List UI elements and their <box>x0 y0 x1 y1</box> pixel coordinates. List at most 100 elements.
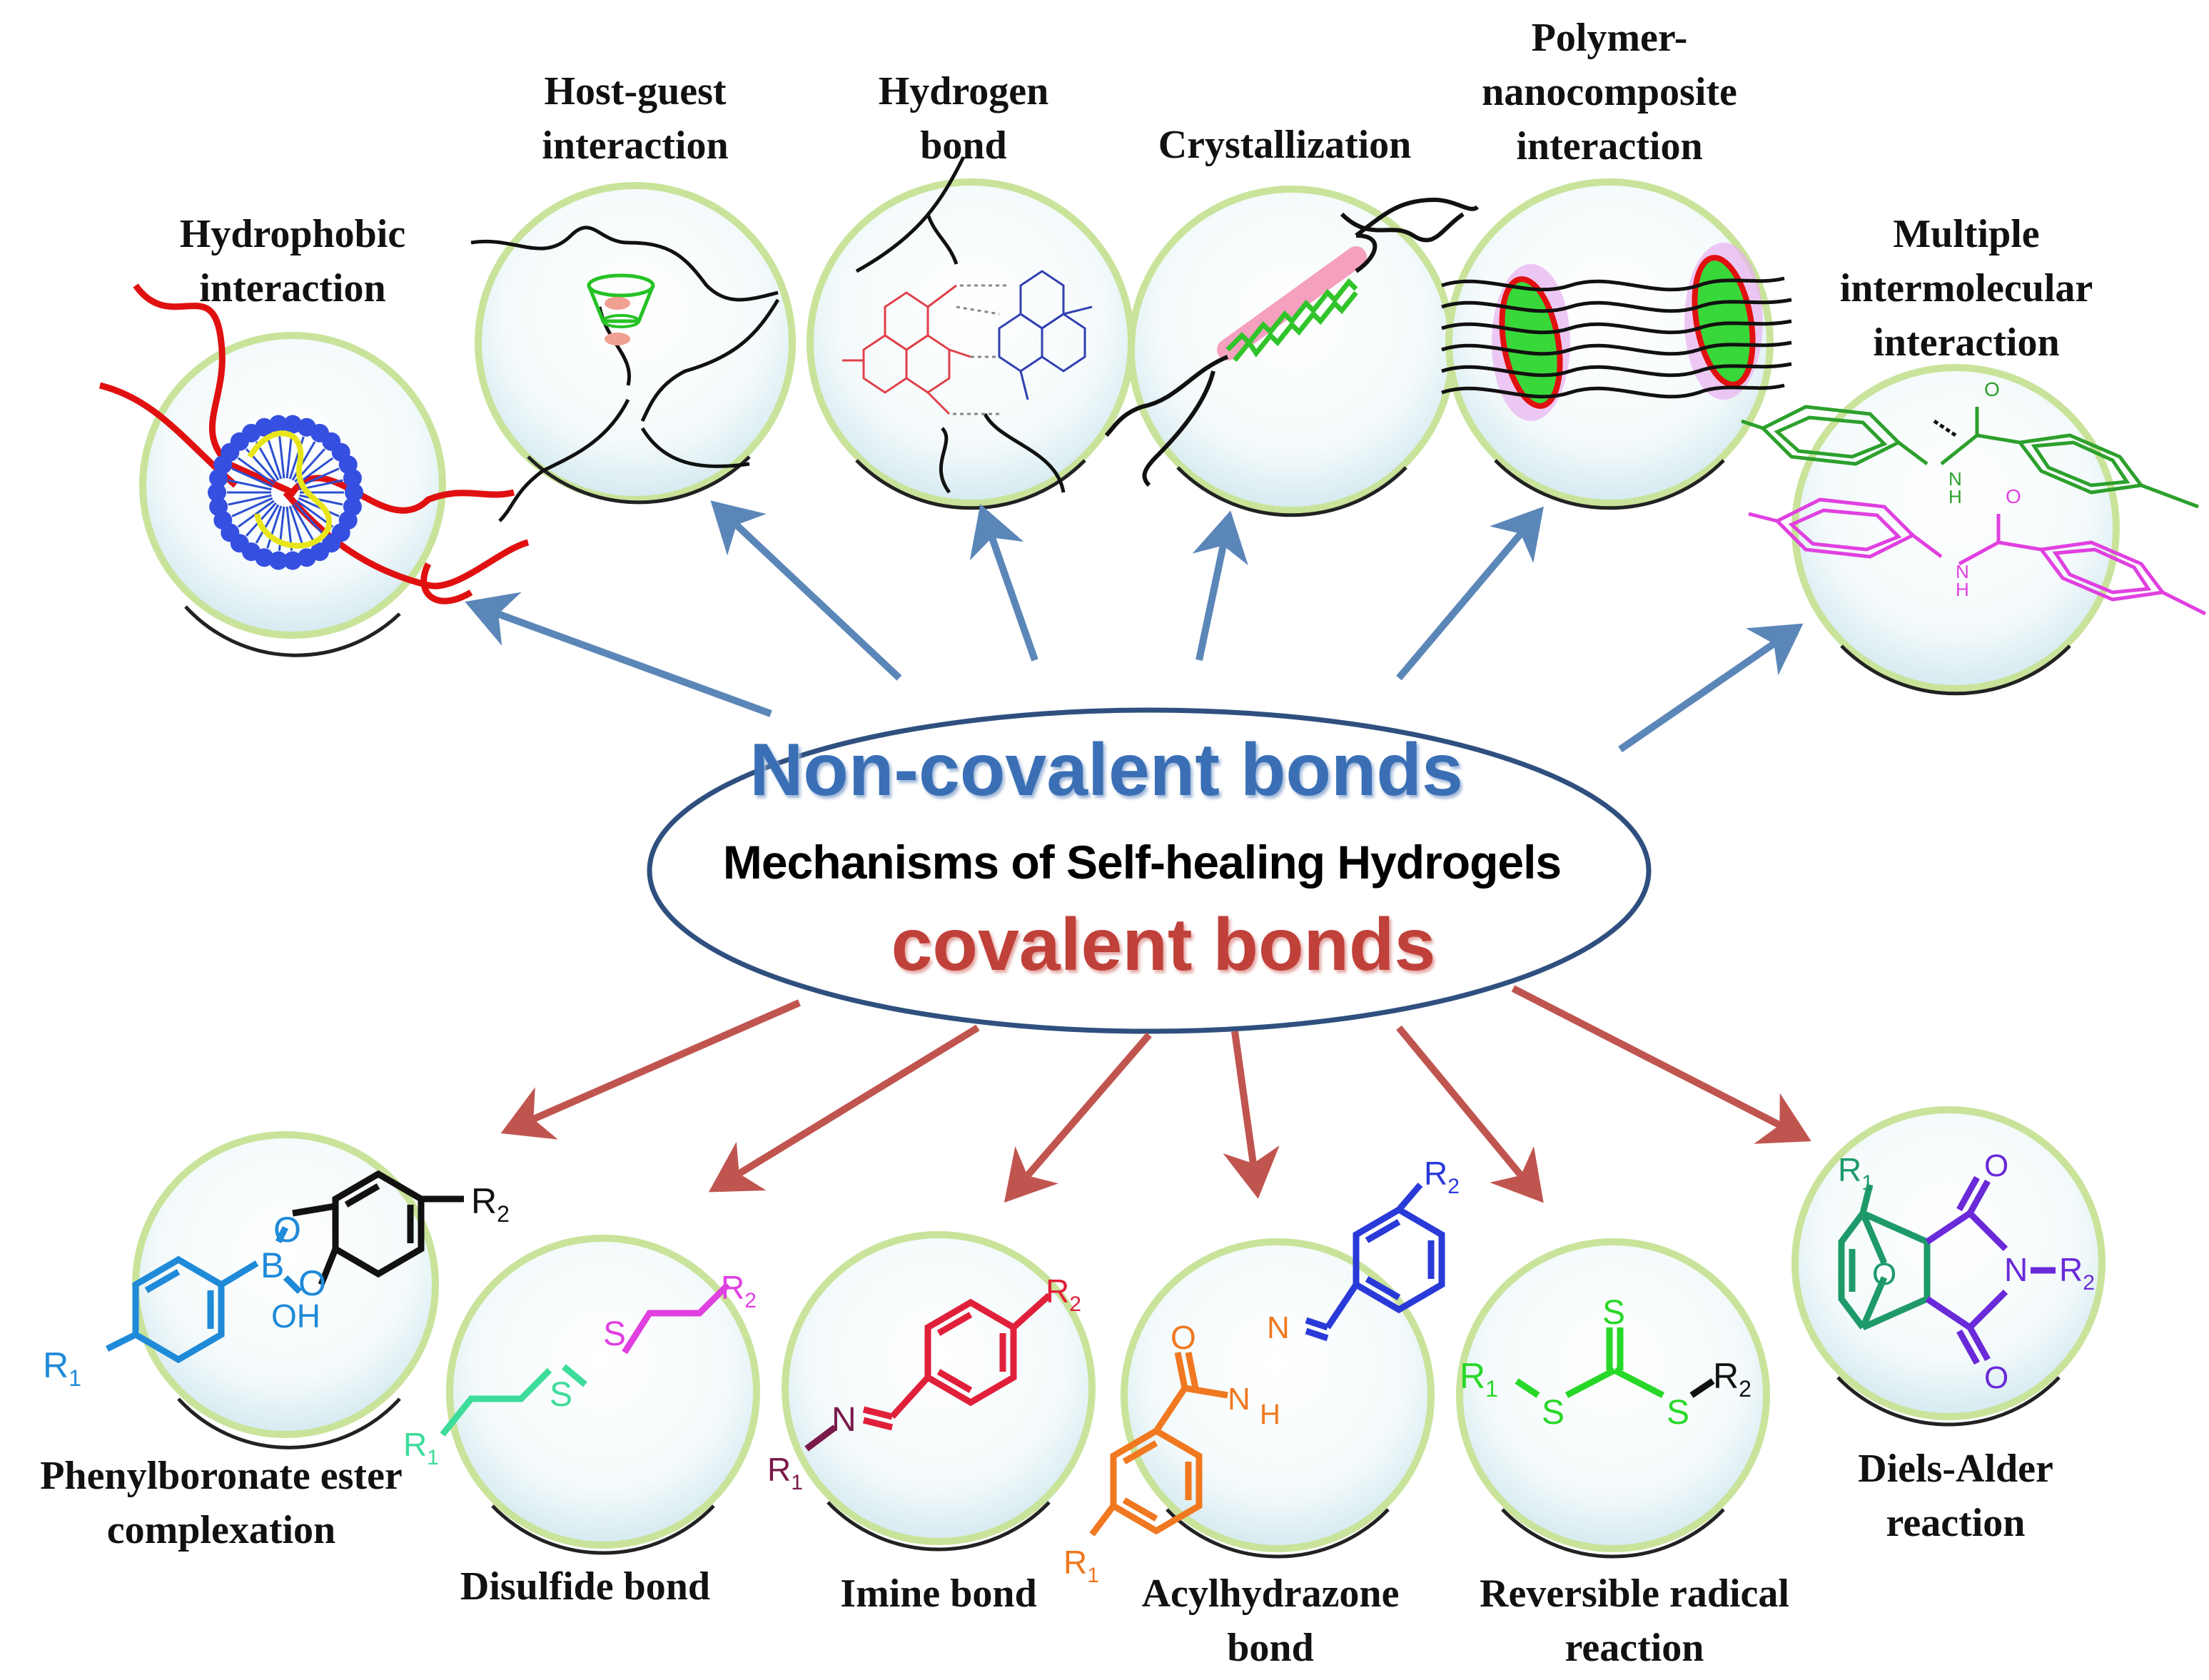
svg-text:H: H <box>1948 486 1962 507</box>
svg-text:N: N <box>1228 1382 1250 1417</box>
micelle-head <box>283 551 302 570</box>
svg-text:R1: R1 <box>43 1345 81 1391</box>
svg-text:O: O <box>2006 485 2021 507</box>
multiple-illustration: O N H O N H <box>1741 378 2207 616</box>
svg-text:O: O <box>273 1210 301 1250</box>
svg-text:R2: R2 <box>1046 1272 1081 1316</box>
micelle-tail <box>228 494 272 506</box>
label-imine: Imine bond <box>840 1572 1037 1616</box>
arrow-to-multiple <box>1618 623 1804 753</box>
svg-text:O: O <box>298 1263 326 1303</box>
svg-text:O: O <box>1171 1319 1196 1356</box>
micelle-tail <box>237 457 275 485</box>
svg-text:R2: R2 <box>1424 1155 1460 1198</box>
svg-text:N: N <box>2004 1251 2028 1288</box>
arrow-to-phenylboronate <box>500 999 802 1140</box>
svg-text:S: S <box>603 1315 626 1353</box>
svg-text:O: O <box>1984 378 2000 400</box>
micelle-tail <box>298 467 340 488</box>
svg-text:S: S <box>1667 1394 1689 1432</box>
arrow-to-crystallization <box>1192 510 1248 662</box>
micelle-tail <box>288 505 305 549</box>
micelle-head <box>208 483 226 502</box>
covalent-arrows <box>500 985 1811 1203</box>
micelle-tail <box>291 504 316 544</box>
micelle-tail <box>266 436 283 480</box>
svg-text:S: S <box>1542 1394 1565 1432</box>
svg-text:R2: R2 <box>1713 1356 1751 1402</box>
micelle-head <box>269 551 288 570</box>
center-ellipse <box>647 707 1652 1034</box>
circle-host-guest <box>475 182 796 505</box>
disulfide-structure: S S R2 R1 <box>403 1269 757 1469</box>
hydrogen-bond-illustration <box>842 156 1093 494</box>
circle-polymer-nanocomposite <box>1445 178 1774 510</box>
non-covalent-arrows <box>465 500 1804 753</box>
micelle-tail <box>255 504 280 544</box>
host-guest-illustration <box>470 226 780 522</box>
imine-structure: N R2 R1 <box>767 1272 1081 1494</box>
micelle-tail <box>255 441 280 481</box>
svg-text:H: H <box>1956 579 1969 600</box>
svg-text:S: S <box>1602 1294 1625 1332</box>
label-disulfide: Disulfide bond <box>460 1564 711 1609</box>
micelle-tail <box>294 502 326 537</box>
circle-crystallization <box>1128 186 1456 517</box>
circle-multiple-intermolecular <box>1791 364 2120 696</box>
micelle-tail <box>298 497 340 517</box>
diagram-title: Mechanisms of Self-healing Hydrogels <box>722 836 1562 889</box>
svg-text:R1: R1 <box>1063 1544 1099 1587</box>
svg-text:N: N <box>831 1401 856 1439</box>
svg-text:R1: R1 <box>1460 1356 1498 1402</box>
hydrophobic-illustration <box>98 283 530 604</box>
arrow-to-radical <box>1396 1025 1544 1203</box>
svg-text:B: B <box>261 1245 284 1285</box>
phenylboronate-structure: B O O OH R2 R1 <box>43 1170 510 1391</box>
arrow-to-disulfide <box>708 1024 980 1193</box>
circle-radical <box>1456 1238 1770 1559</box>
svg-text:O: O <box>1872 1257 1896 1292</box>
micelle-tail <box>231 467 273 488</box>
micelle-tail <box>266 505 283 549</box>
svg-text:H: H <box>1260 1399 1280 1430</box>
arrow-to-hydrogen <box>969 504 1038 662</box>
arrow-to-imine <box>1004 1032 1152 1203</box>
svg-text:N: N <box>1956 561 1969 582</box>
arrow-to-nanocomposite <box>1396 506 1544 681</box>
diels-alder-structure: R1 O O O N R2 <box>1838 1148 2095 1395</box>
circle-phenylboronate <box>132 1131 439 1449</box>
circle-hydrogen-bond <box>807 178 1135 510</box>
arrow-to-acylhydrazone <box>1223 1031 1280 1199</box>
svg-text:R1: R1 <box>403 1426 439 1469</box>
svg-text:R1: R1 <box>767 1451 803 1494</box>
crystallization-illustration <box>1104 197 1480 487</box>
svg-text:R1: R1 <box>1838 1151 1874 1195</box>
micelle-tail <box>278 434 285 479</box>
covalent-heading: covalent bonds <box>891 904 1436 986</box>
micelle-head <box>297 548 316 567</box>
radical-structure: S S S R1 R2 <box>1460 1294 1751 1432</box>
micelle-head <box>343 469 362 487</box>
micelle-head <box>209 497 228 516</box>
arrow-to-host-guest <box>710 500 902 681</box>
svg-text:R2: R2 <box>2059 1251 2095 1295</box>
svg-text:O: O <box>1984 1148 2008 1183</box>
micelle-tail <box>228 479 272 491</box>
arrow-to-diels-alder <box>1511 985 1811 1144</box>
arrow-to-hydrophobic <box>465 592 772 717</box>
micelle-tail <box>285 434 293 479</box>
micelle-tail <box>299 494 343 506</box>
non-covalent-heading: Non-covalent bonds <box>749 729 1463 811</box>
svg-text:N: N <box>1267 1310 1290 1345</box>
micelle-head <box>283 415 302 434</box>
micelle-tail <box>231 497 273 517</box>
svg-text:OH: OH <box>271 1297 320 1335</box>
